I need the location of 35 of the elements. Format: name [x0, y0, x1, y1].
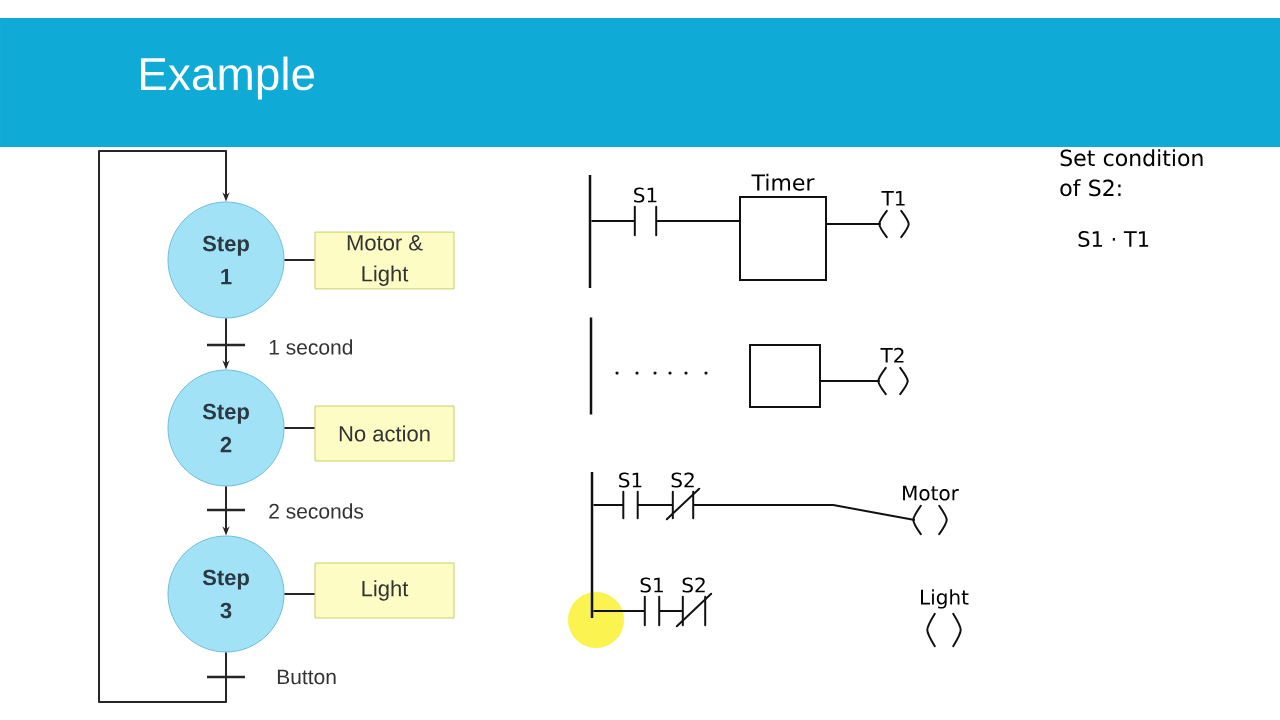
coil-label: T1	[881, 191, 905, 206]
coil-label: T2	[880, 347, 904, 363]
wire	[592, 610, 646, 612]
note-text: Set condition of S2:	[1060, 149, 1203, 197]
wire	[590, 220, 636, 222]
wire	[692, 504, 916, 521]
wire	[592, 504, 625, 506]
coil-label: Motor	[903, 485, 959, 501]
contact-label: S2	[682, 577, 705, 593]
power-rail	[588, 175, 592, 288]
action-link	[283, 259, 316, 261]
wire	[826, 223, 882, 225]
action-box: Motor & Light	[314, 231, 455, 290]
contact-label: S1	[640, 577, 663, 593]
function-block	[749, 344, 821, 408]
power-rail	[590, 472, 594, 618]
action-link	[283, 593, 316, 595]
contact-label: S1	[634, 187, 657, 203]
contact-label: S2	[671, 472, 694, 488]
action-box: No action	[314, 405, 455, 462]
title: Example	[141, 56, 315, 100]
contact-label: S1	[619, 472, 642, 488]
note-text: S1 · T1	[1078, 231, 1149, 247]
loop-arrow	[98, 150, 230, 703]
wire	[658, 610, 684, 612]
block-label: Timer	[751, 173, 815, 191]
power-rail	[589, 317, 593, 415]
wire	[820, 380, 881, 382]
action-box: Light	[314, 562, 455, 619]
coil-label: Light	[921, 589, 969, 609]
wire	[636, 504, 674, 506]
wire	[655, 220, 740, 222]
edge-label: 2 seconds	[266, 501, 366, 521]
action-link	[283, 427, 316, 429]
edge-label: 1 second	[266, 337, 356, 357]
